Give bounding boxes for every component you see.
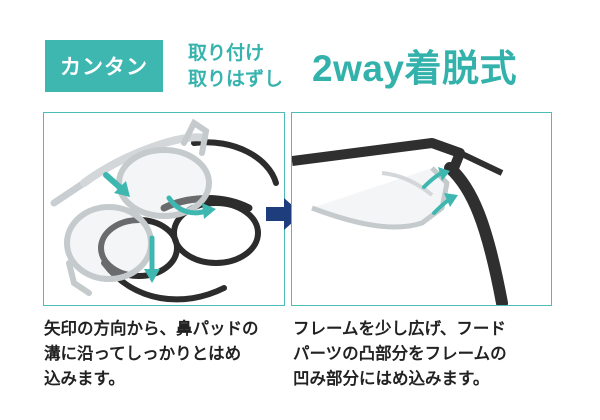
- left-caption-line-3: 込みます。: [44, 369, 125, 388]
- left-illustration-panel: [43, 112, 285, 306]
- subtitle-line-2: 取りはずし: [188, 68, 284, 90]
- right-caption: フレームを少し広げ、フード パーツの凸部分をフレームの 凹み部分にはめ込みます。: [293, 316, 555, 391]
- right-caption-line-1: フレームを少し広げ、フード: [293, 319, 506, 338]
- right-caption-line-2: パーツの凸部分をフレームの: [293, 344, 507, 363]
- attach-detach-subtitle: 取り付け 取りはずし: [188, 40, 283, 92]
- easy-badge: カンタン: [45, 40, 163, 92]
- left-caption-line-1: 矢印の方向から、鼻パッドの: [44, 319, 259, 338]
- right-caption-line-3: 凹み部分にはめ込みます。: [293, 369, 490, 388]
- left-caption-line-2: 溝に沿ってしっかりとはめ: [44, 344, 242, 363]
- badge-label: カンタン: [60, 55, 148, 79]
- left-caption: 矢印の方向から、鼻パッドの 溝に沿ってしっかりとはめ 込みます。: [44, 316, 289, 391]
- page-title: 2way着脱式: [312, 48, 518, 89]
- subtitle-line-1: 取り付け: [188, 42, 265, 64]
- right-illustration-panel: [291, 112, 552, 306]
- glasses-attach-illustration: [50, 118, 279, 303]
- hood-attach-illustration: [292, 138, 508, 305]
